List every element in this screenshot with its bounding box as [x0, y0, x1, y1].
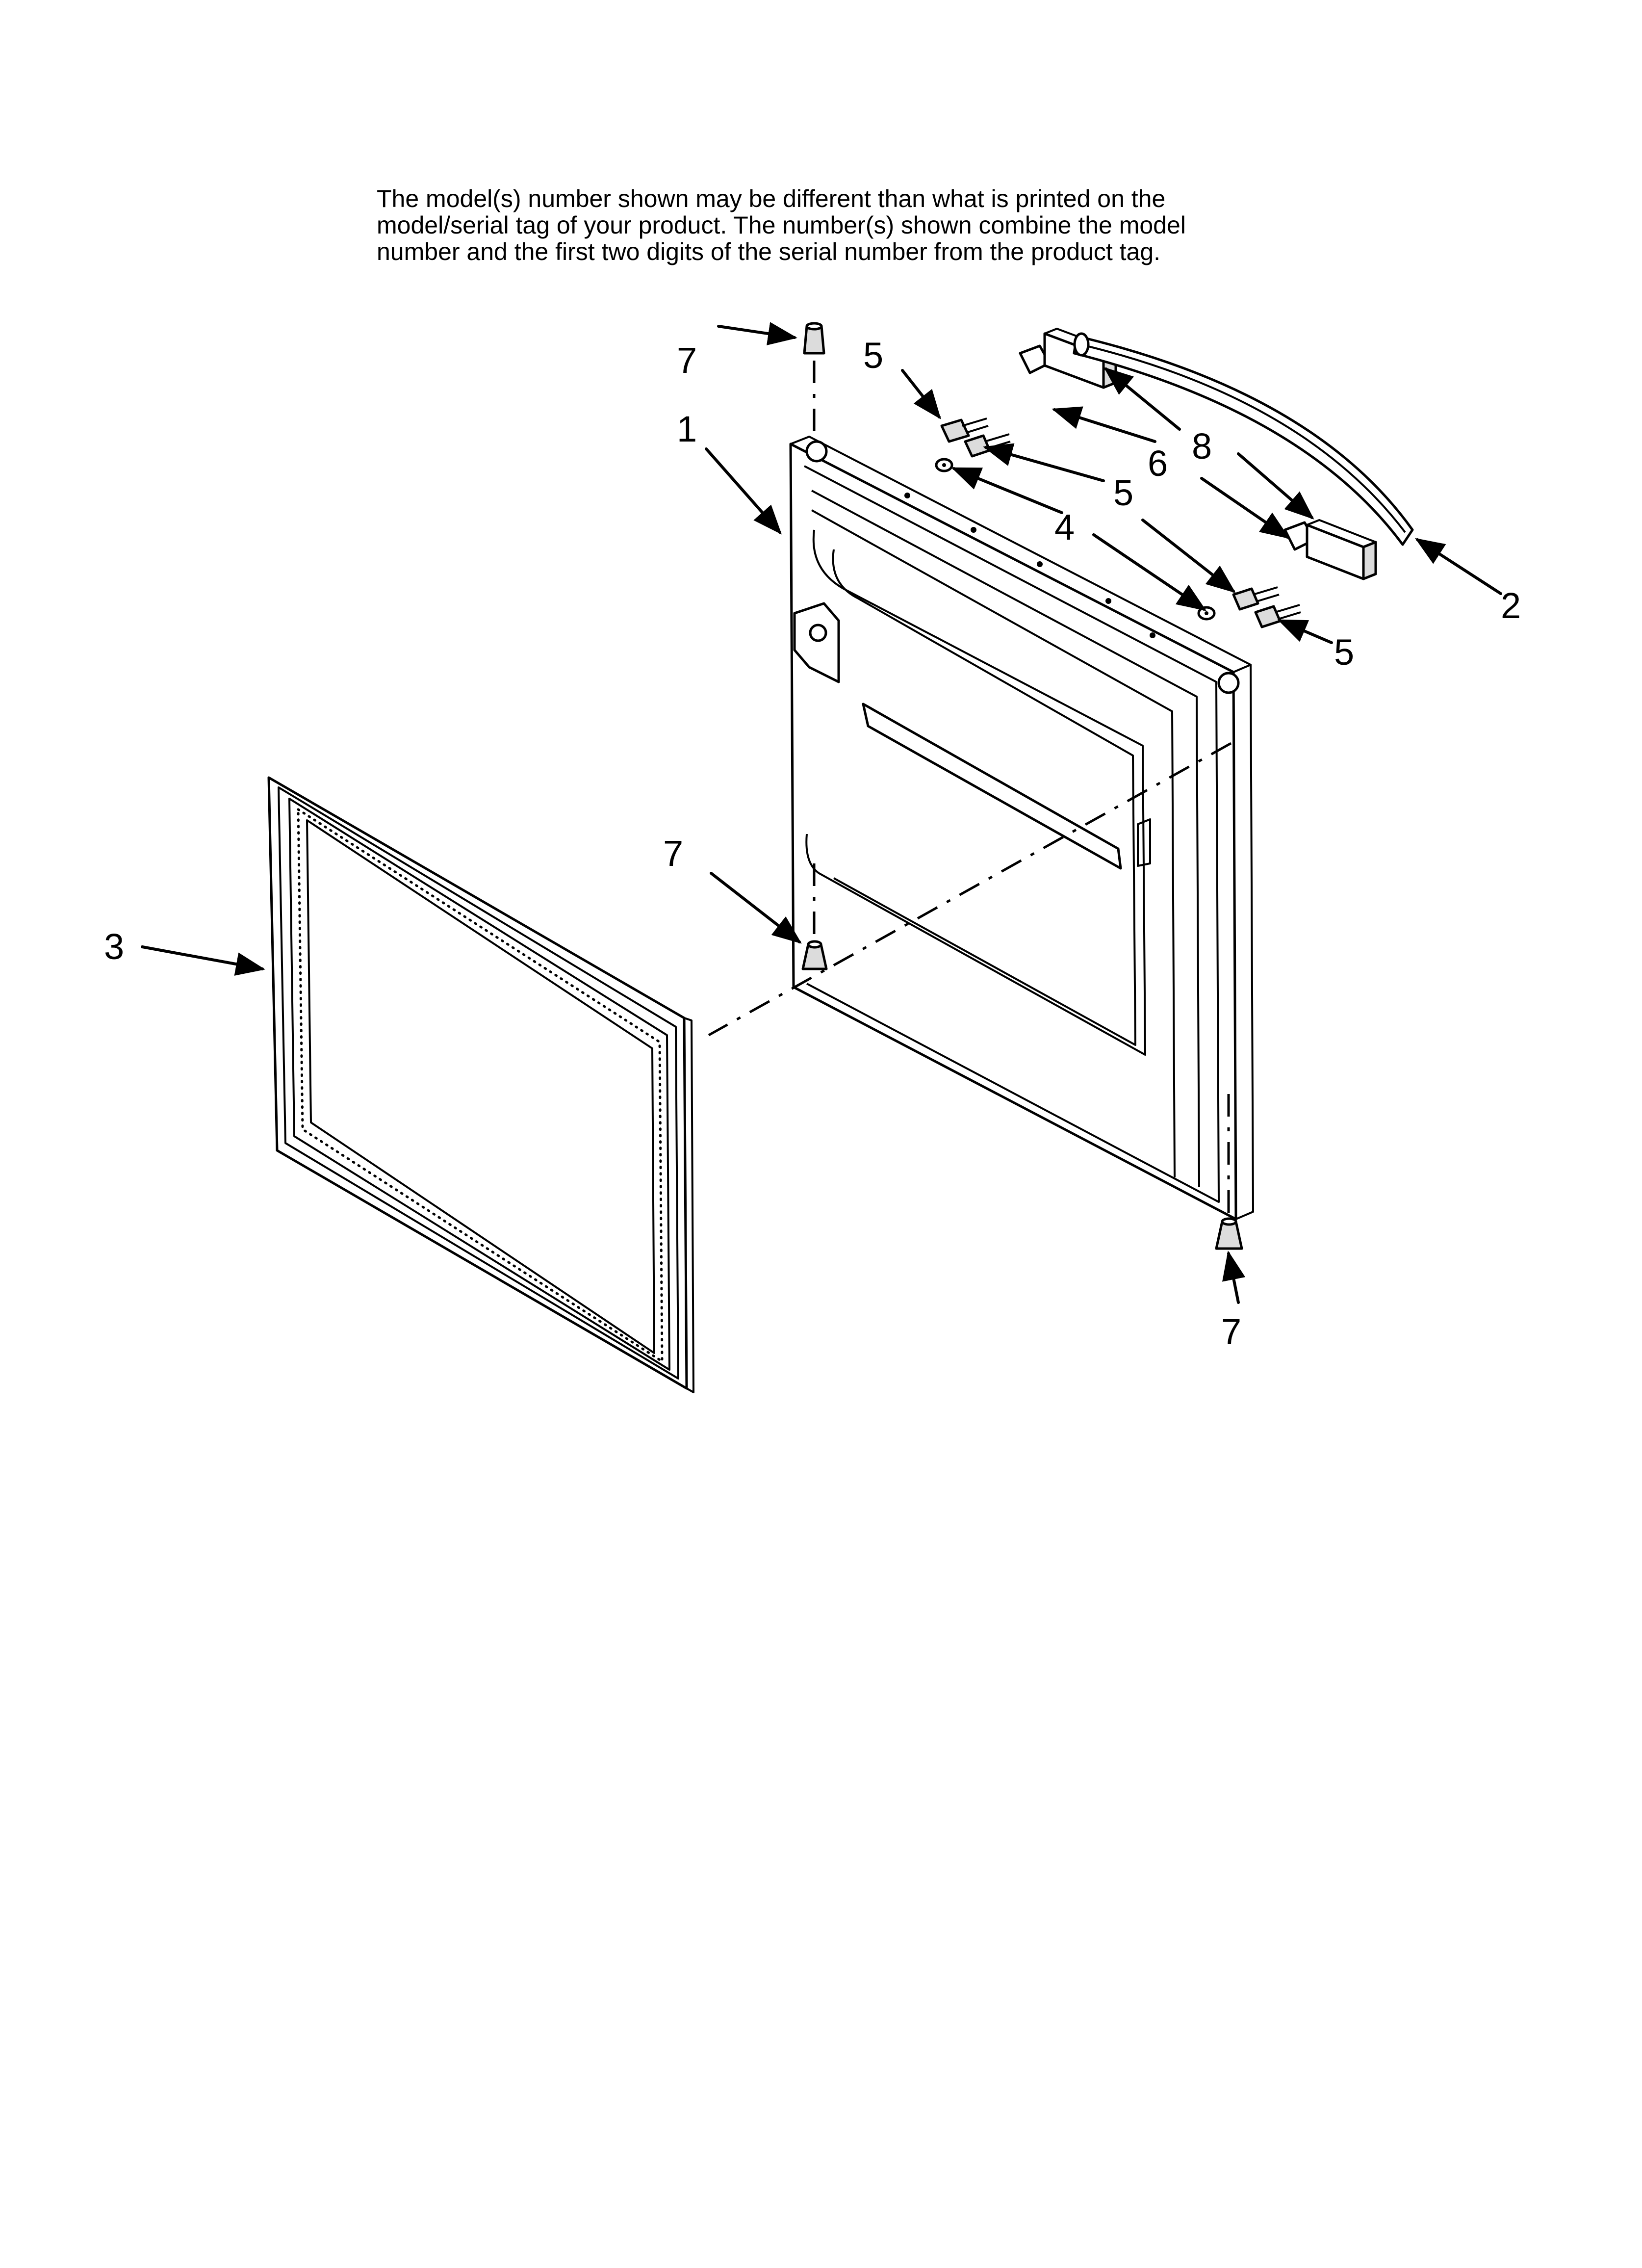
callout-cap-mid: 7: [663, 833, 683, 874]
leader-door-panel: [705, 447, 782, 535]
leader-end-cap-top: [1103, 367, 1181, 431]
hinge-screw-3: [1232, 586, 1280, 611]
callout-screw-top-left: 5: [863, 335, 883, 376]
washer-top: [935, 458, 953, 472]
door-cap-top: [803, 322, 825, 355]
leader-handle: [1414, 538, 1502, 595]
callout-handle: 2: [1501, 585, 1521, 626]
leader-cap-mid: [710, 872, 802, 944]
disclaimer-line-2: model/serial tag of your product. The nu…: [377, 211, 1186, 239]
leader-washer-top: [951, 467, 1063, 514]
hinge-screw-4: [1254, 604, 1301, 628]
leader-washer-bottom: [1092, 533, 1206, 611]
disclaimer-line-1: The model(s) number shown may be differe…: [377, 185, 1166, 212]
disclaimer-line-3: number and the first two digits of the s…: [377, 238, 1161, 265]
callout-screw-bottom: 5: [1334, 632, 1354, 673]
leader-screw-1: [901, 369, 941, 419]
handle-end-cap-bottom: [1306, 519, 1377, 580]
leader-clip-top: [1052, 406, 1156, 443]
callout-door-panel: 1: [677, 409, 697, 449]
disclaimer-note: The model(s) number shown may be differe…: [377, 185, 1358, 265]
callout-screw-top-right: 5: [1113, 472, 1133, 513]
leader-clip-bottom: [1200, 477, 1290, 539]
leader-end-cap-bottom: [1237, 452, 1314, 520]
leader-screw-2: [983, 443, 1105, 482]
hinge-screw-1: [940, 417, 989, 443]
callout-gasket: 3: [104, 926, 124, 967]
door-cap-mid: [801, 940, 828, 970]
callout-washer: 4: [1054, 507, 1075, 547]
freezer-door-panel: [789, 436, 1254, 1221]
door-gasket: [267, 776, 694, 1393]
assembly-line-gasket: [708, 742, 1232, 1037]
leader-cap-bottom: [1222, 1251, 1246, 1304]
callout-clip: 6: [1148, 443, 1168, 484]
leader-gasket: [141, 945, 265, 976]
washer-bottom: [1197, 606, 1216, 621]
leader-screw-3: [1141, 519, 1236, 593]
callout-cap-bottom: 7: [1221, 1311, 1241, 1352]
leader-screw-4: [1277, 619, 1333, 644]
callout-end-cap: 8: [1192, 426, 1212, 467]
leader-cap-top: [717, 322, 797, 345]
door-cap-bottom: [1215, 1217, 1243, 1250]
door-handle: [1073, 332, 1414, 546]
callout-cap-top: 7: [677, 340, 697, 381]
